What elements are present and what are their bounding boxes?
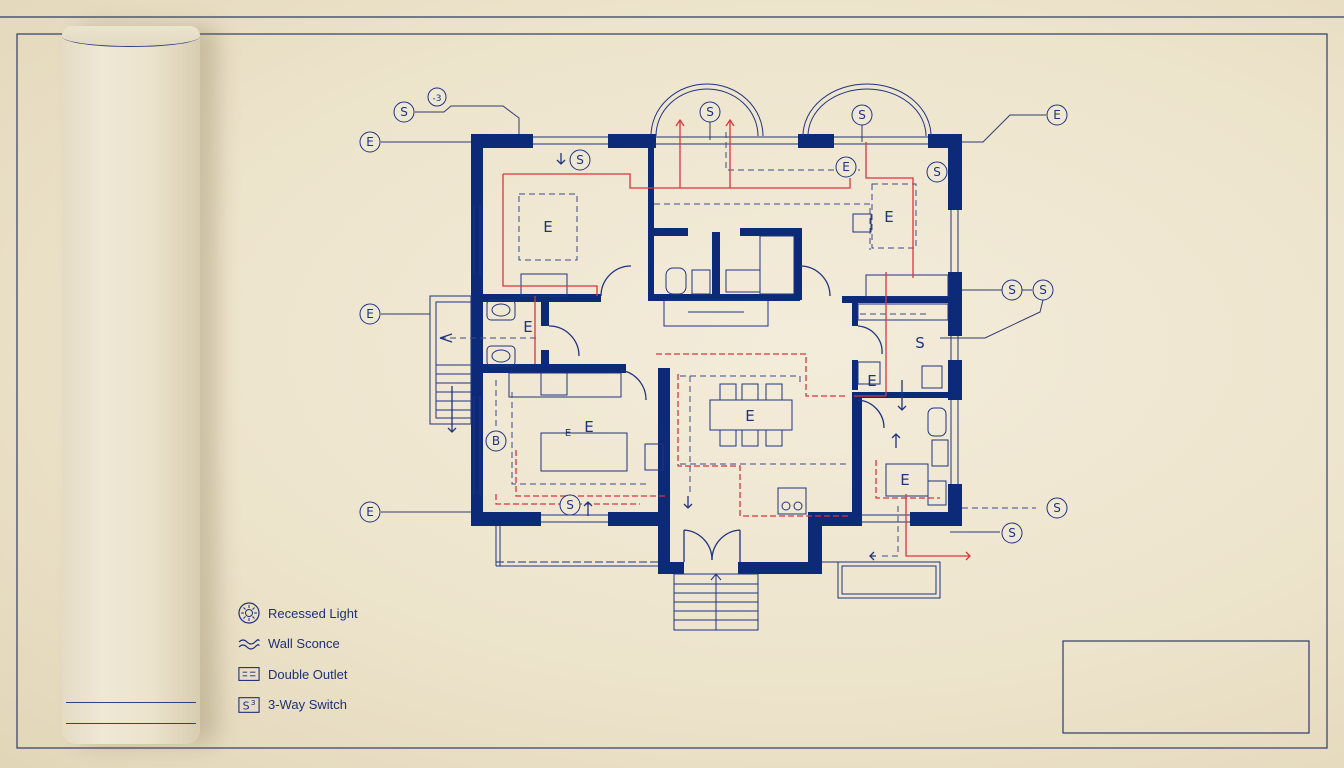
svg-text:3: 3 (251, 698, 256, 707)
svg-text:E: E (900, 471, 909, 489)
double-outlet-icon (238, 663, 260, 685)
legend-label: Recessed Light (268, 605, 358, 621)
callout-3-top-left: -3 (427, 87, 447, 107)
svg-text:S: S (933, 165, 941, 179)
circuits-red (495, 120, 962, 557)
callout-s-right-2: S (1032, 279, 1054, 301)
svg-text:E: E (523, 318, 532, 336)
roll-band (66, 702, 196, 703)
svg-text:S: S (1008, 283, 1016, 297)
svg-text:E: E (745, 407, 754, 425)
callout-s-bay-1: S (699, 101, 721, 123)
callout-s-kitchen: S (559, 494, 581, 516)
walls (471, 134, 962, 574)
svg-text:B: B (492, 434, 500, 448)
callout-e-left-2: E (359, 303, 381, 325)
svg-text:S: S (1039, 283, 1047, 297)
callout-e-right-top: E (1046, 104, 1068, 126)
svg-text:-3: -3 (433, 94, 442, 104)
callout-s-right-room: S (926, 161, 948, 183)
legend-item-recessed-light: Recessed Light (238, 598, 398, 629)
callout-e-left-1: E (359, 131, 381, 153)
wall-sconce-icon (238, 633, 260, 655)
svg-text:S: S (706, 105, 714, 119)
svg-text:E: E (584, 418, 593, 436)
svg-text:E: E (867, 372, 876, 390)
svg-text:S: S (858, 108, 866, 122)
svg-text:E: E (366, 505, 374, 519)
roll-band (66, 723, 196, 724)
legend-item-double-outlet: Double Outlet (238, 659, 398, 690)
legend-label: 3-Way Switch (268, 697, 347, 713)
callout-s-top-left: S (393, 101, 415, 123)
svg-text:S: S (566, 498, 574, 512)
callout-s-bay-2: S (851, 104, 873, 126)
sheet-frame (0, 16, 1344, 749)
legend-label: Double Outlet (268, 666, 348, 682)
svg-text:E: E (366, 307, 374, 321)
svg-text:S: S (1053, 501, 1061, 515)
svg-text:E: E (842, 160, 850, 174)
doors (548, 265, 885, 562)
rolled-blueprint-paper (62, 26, 200, 744)
fixtures (486, 213, 949, 515)
svg-text:E: E (543, 218, 552, 236)
roll-top-edge (62, 26, 200, 47)
legend: Recessed Light Wall Sconce Double Outlet… (238, 598, 398, 720)
leader-lines (381, 105, 1046, 533)
svg-text:S: S (576, 153, 584, 167)
svg-text:E: E (884, 208, 893, 226)
title-block (1062, 640, 1310, 734)
circuits-blue (440, 132, 1036, 557)
callout-s-right-4: S (1001, 522, 1023, 544)
callout-s-room-1: S (569, 149, 591, 171)
callout-e-kitchen: E (835, 156, 857, 178)
legend-label: Wall Sconce (268, 636, 340, 652)
svg-text:E: E (366, 135, 374, 149)
callouts: S -3 E E E S S S E S E S S S S B S (359, 87, 1068, 544)
stairs-and-porches (429, 295, 941, 631)
legend-item-wall-sconce: Wall Sconce (238, 629, 398, 660)
svg-text:E: E (565, 428, 571, 439)
room-labels: E E E E E E E E S (523, 208, 925, 489)
callout-e-left-3: E (359, 501, 381, 523)
svg-text:S: S (1008, 526, 1016, 540)
recessed-light-icon (238, 602, 260, 624)
svg-text:S: S (915, 334, 925, 352)
svg-text:S: S (400, 105, 408, 119)
svg-text:S: S (243, 699, 250, 712)
arrows (439, 118, 971, 561)
svg-text:E: E (1053, 108, 1061, 122)
callout-b-kitchen: B (485, 430, 507, 452)
callout-s-right-1: S (1001, 279, 1023, 301)
callout-s-right-3: S (1046, 497, 1068, 519)
